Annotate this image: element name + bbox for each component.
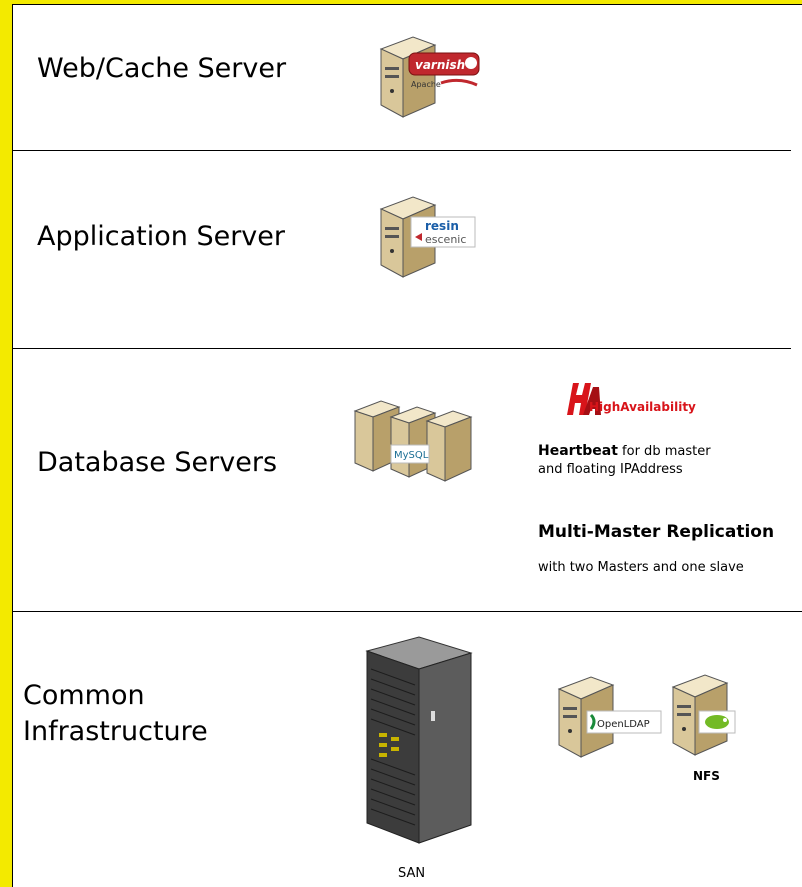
resin-escenic-logo xyxy=(410,216,476,248)
varnish-logo xyxy=(408,52,480,76)
high-availability-logo xyxy=(567,383,601,415)
nfs-label: NFS xyxy=(693,769,720,783)
heartbeat-line-1: Heartbeat for db master xyxy=(538,442,711,461)
tier-label-database: Database Servers xyxy=(37,447,278,478)
svg-text:Apache: Apache xyxy=(411,80,441,89)
tier-label-common-infrastructure: Common Infrastructure xyxy=(23,680,208,747)
tier-label-web-cache: Web/Cache Server xyxy=(37,53,287,84)
san-storage-rack-icon xyxy=(365,636,473,844)
high-availability-label: HighAvailability xyxy=(589,400,696,414)
mysql-logo xyxy=(390,444,430,464)
svg-text:varnish: varnish xyxy=(415,58,465,72)
svg-text:escenic: escenic xyxy=(425,233,466,246)
replication-title: Multi-Master Replication xyxy=(538,522,775,542)
svg-text:resin: resin xyxy=(425,219,459,233)
database-server-cluster-icon: MySQL xyxy=(353,400,473,482)
ldap-server-icon: OpenLDAP xyxy=(557,676,662,758)
divider-1 xyxy=(13,150,791,151)
nfs-server-icon xyxy=(671,674,736,756)
divider-3 xyxy=(13,611,802,612)
heartbeat-rest: for db master xyxy=(617,444,711,459)
openldap-logo xyxy=(586,710,662,734)
web-cache-server-icon: varnish Apache xyxy=(379,36,480,118)
heartbeat-line-2: and floating IPAddress xyxy=(538,462,683,477)
openldap-text: OpenLDAP xyxy=(597,719,650,730)
tier-label-application: Application Server xyxy=(37,221,285,252)
application-server-icon: resin escenic xyxy=(379,196,476,278)
architecture-diagram: Web/Cache Server varnish Apache Applicat… xyxy=(12,4,802,887)
heartbeat-bold: Heartbeat xyxy=(538,443,618,459)
svg-text:MySQL: MySQL xyxy=(394,450,429,461)
san-label: SAN xyxy=(398,866,426,881)
divider-2 xyxy=(13,348,791,349)
replication-desc: with two Masters and one slave xyxy=(538,560,744,575)
